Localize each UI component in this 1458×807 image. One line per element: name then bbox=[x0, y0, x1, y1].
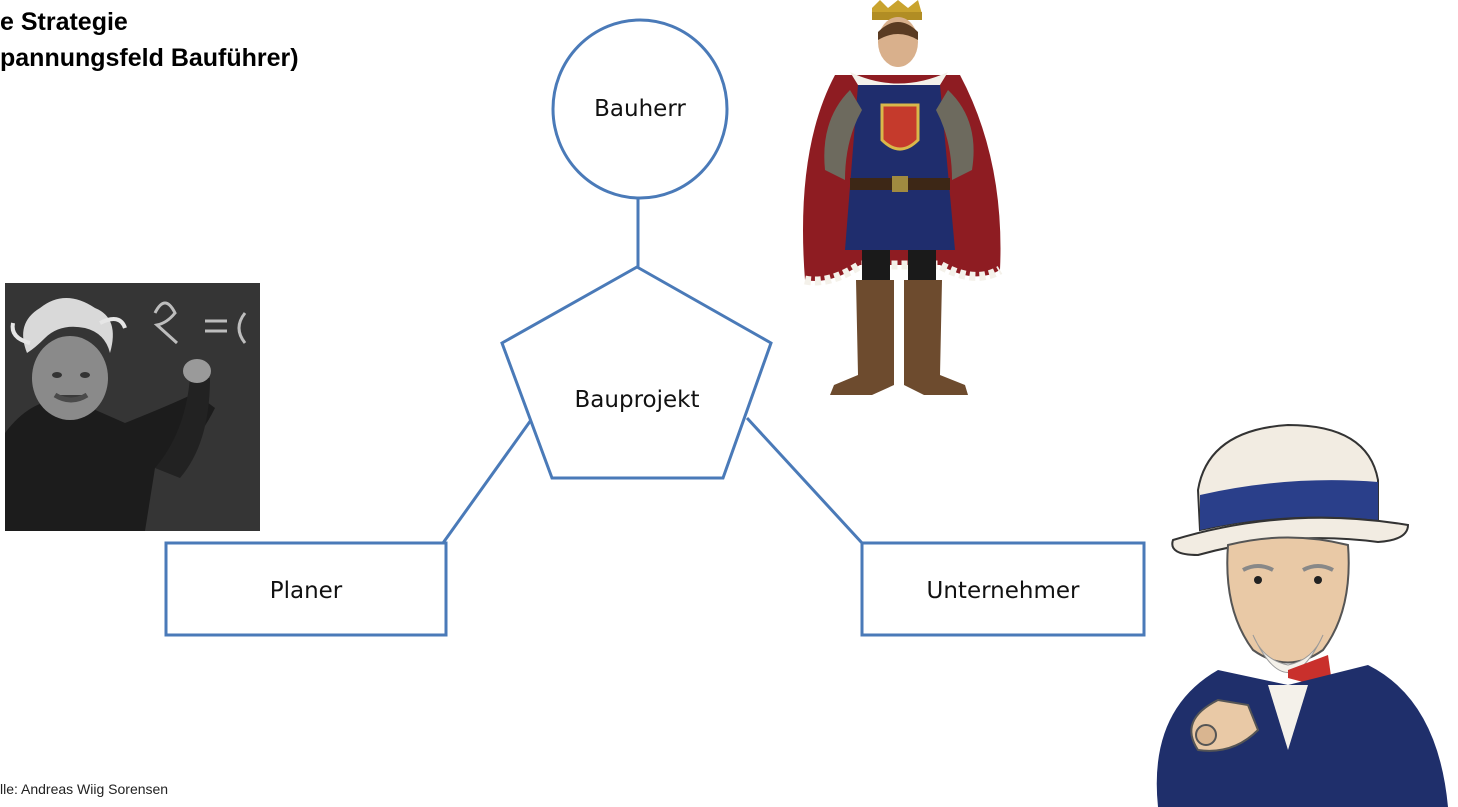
slide-title-line-1: e Strategie bbox=[0, 8, 128, 36]
unternehmer-node bbox=[860, 541, 1146, 637]
bauprojekt-node bbox=[500, 265, 773, 480]
bauherr-node bbox=[551, 18, 729, 200]
king-photo bbox=[803, 0, 1003, 395]
scientist-photo bbox=[5, 283, 260, 531]
connector-bauprojekt-unternehmer bbox=[745, 416, 864, 545]
planer-label: Planer bbox=[270, 578, 343, 604]
slide-title: e Strategie pannungsfeld Bauführer) bbox=[0, 4, 299, 76]
connector-bauprojekt-planer bbox=[441, 419, 533, 544]
bauprojekt-label: Bauprojekt bbox=[575, 387, 700, 413]
unternehmer-label: Unternehmer bbox=[927, 578, 1080, 604]
uncle-sam-illustration bbox=[1156, 423, 1448, 807]
slide-title-line-2: pannungsfeld Bauführer) bbox=[0, 44, 299, 72]
bauherr-label: Bauherr bbox=[594, 96, 686, 122]
source-note: lle: Andreas Wiig Sorensen bbox=[0, 781, 169, 797]
planer-node bbox=[164, 541, 448, 637]
